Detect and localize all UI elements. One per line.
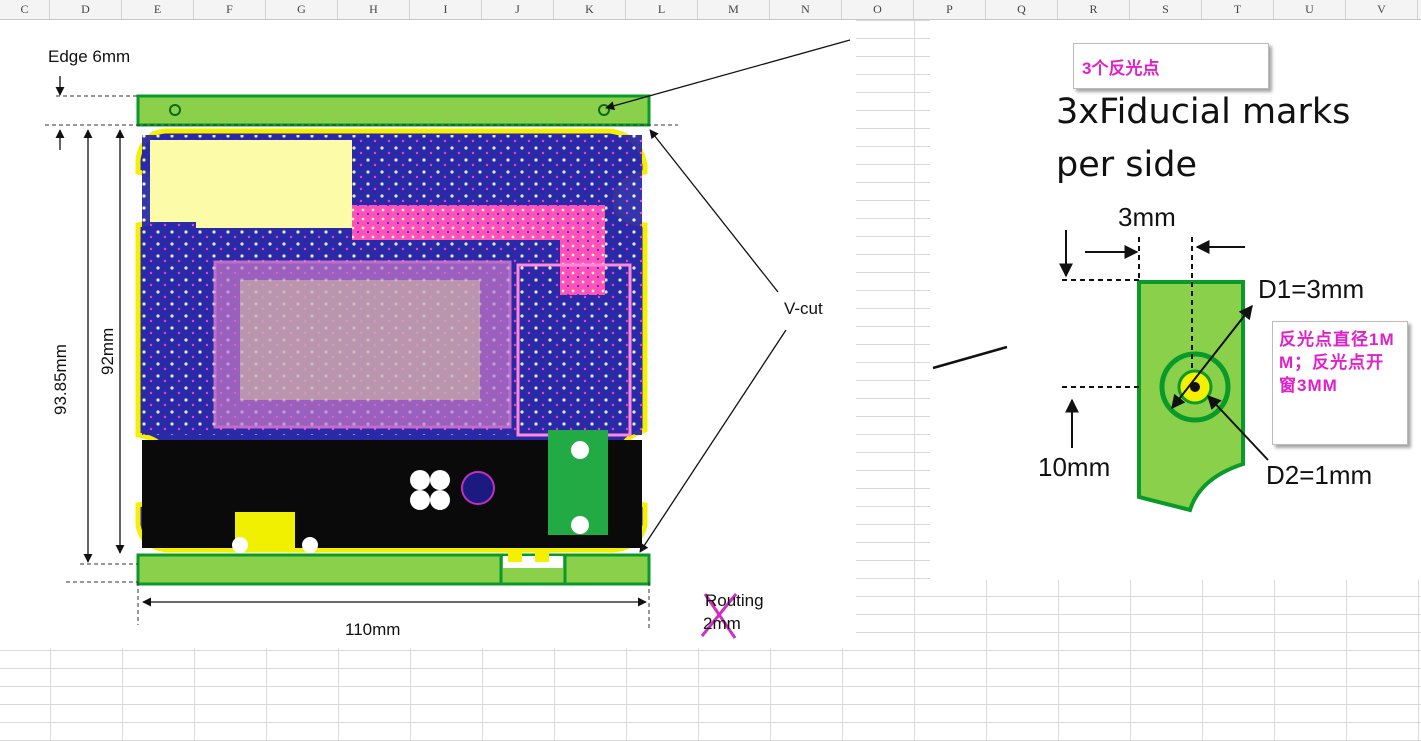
edge-label: Edge 6mm [48,47,130,66]
top-rail [136,94,651,127]
fiducial-mark [169,104,181,116]
column-header[interactable]: D [50,0,122,19]
routing-label: Routing [705,591,764,610]
fiducial-count-note-text: 3个反光点 [1082,59,1160,78]
column-header[interactable]: L [626,0,698,19]
column-header[interactable]: O [842,0,914,19]
height-inner-label: 92mm [98,328,117,375]
column-header[interactable]: K [554,0,626,19]
fiducial-count-note[interactable]: 3个反光点 [1073,43,1269,89]
dim-3mm-label: 3mm [1118,202,1176,232]
column-header[interactable]: J [482,0,554,19]
column-header[interactable]: P [914,0,986,19]
fiducial-spec-note[interactable]: 反光点直径1MM；反光点开窗3MM [1272,321,1408,445]
column-header[interactable]: T [1202,0,1274,19]
column-header[interactable]: M [698,0,770,19]
d2-label: D2=1mm [1266,460,1372,490]
fiducial-heading-line2: per side [1056,145,1197,185]
column-header[interactable]: C [0,0,50,19]
routing-size-label: 2mm [703,614,741,633]
column-header[interactable]: G [266,0,338,19]
column-header[interactable]: I [410,0,482,19]
dim-10mm-label: 10mm [1038,452,1110,482]
column-header[interactable]: R [1058,0,1130,19]
bottom-rail [136,553,651,586]
panel-drawing: Edge 6mm 93.85mm 92mm 110mm V-cut Routin… [45,39,851,639]
column-header[interactable]: H [338,0,410,19]
d1-label: D1=3mm [1258,274,1364,304]
column-header[interactable]: U [1274,0,1346,19]
column-header[interactable]: S [1130,0,1202,19]
fiducial-mark [598,104,610,116]
connector-line [932,345,1008,370]
height-outer-label: 93.85mm [51,344,70,415]
fiducial-spec-note-text: 反光点直径1MM；反光点开窗3MM [1279,330,1395,395]
column-header[interactable]: Q [986,0,1058,19]
pcb-board [135,128,648,553]
width-label: 110mm [345,620,400,639]
column-header[interactable]: F [194,0,266,19]
fiducial-detail: 3mm 10mm D1=3mm D2=1mm [1038,202,1372,513]
column-header[interactable]: N [770,0,842,19]
vcut-label: V-cut [784,299,823,318]
column-header[interactable]: V [1346,0,1418,19]
fiducial-heading-line1: 3xFiducial marks [1056,92,1351,132]
column-header[interactable]: E [122,0,194,19]
